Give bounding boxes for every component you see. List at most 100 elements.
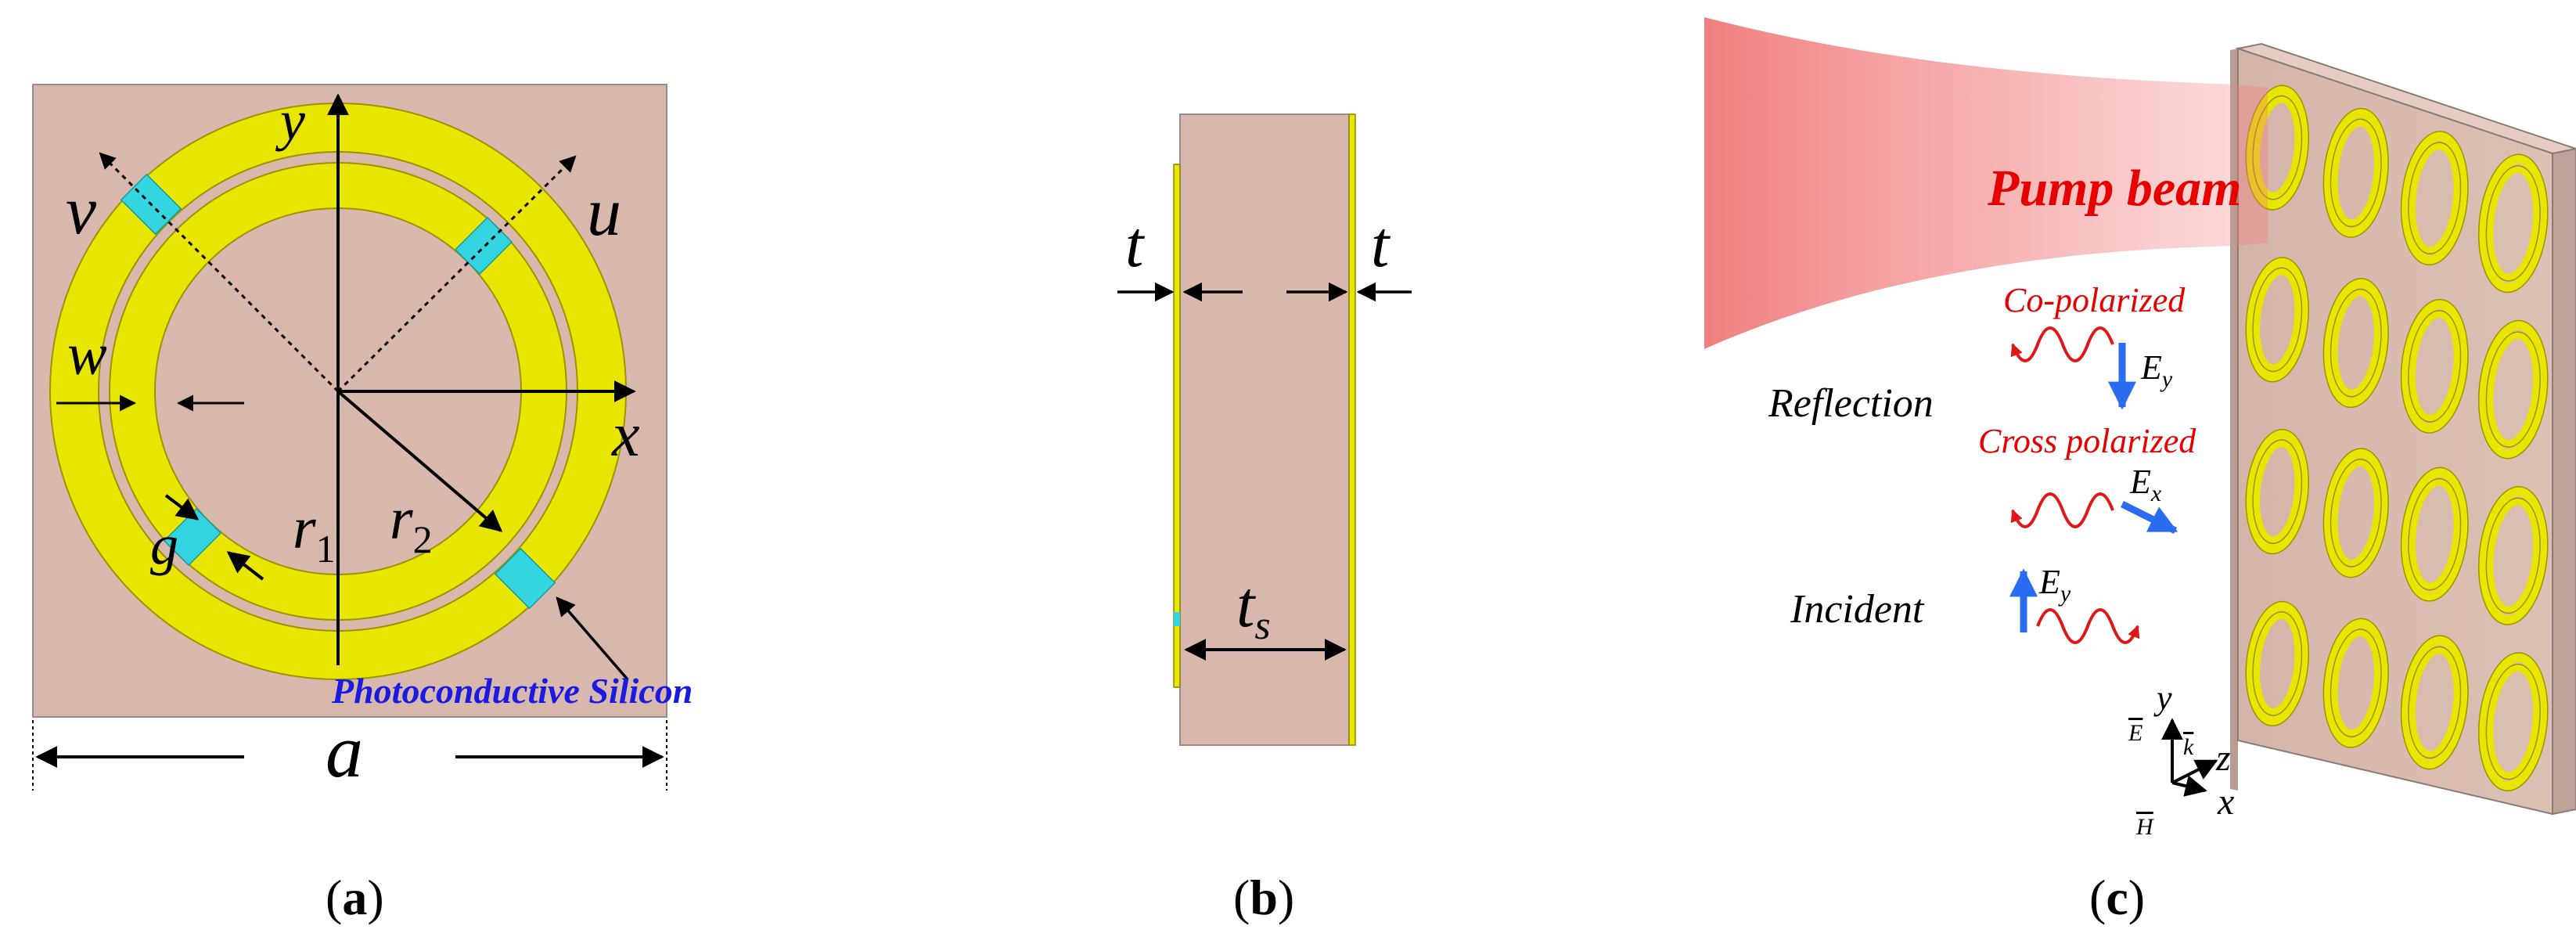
array-ring-cell [2322,618,2389,748]
array-ring-cell [2245,600,2310,727]
array-ring [2253,95,2302,200]
array-ring-outline [2330,288,2382,398]
array-ring-outline [2477,652,2549,792]
array-ring-cell [2400,298,2469,434]
array-ring-outline [2322,107,2389,238]
triad-label-E: E [2128,720,2142,746]
side-view-metal-right [1348,113,1356,746]
pump-beam [1704,17,2236,349]
radius-label-r2: r2 [390,486,433,561]
array-ring-cell [2400,635,2469,770]
array-ring [2323,448,2389,578]
array-ring [2478,486,2548,625]
array-ring-outline [2400,131,2469,266]
silicon-label: Photoconductive Silicon [331,671,693,711]
dimension-label-g: g [150,513,178,576]
array-ring-cell [2245,85,2310,211]
array-ring-outline [2477,319,2549,459]
array-ring-outline [2330,629,2382,737]
array-ring-cell [2245,257,2310,383]
array-ring [2478,320,2548,459]
array-ring-outline [2485,165,2541,282]
thickness-label-t-left: t [1125,208,1146,281]
triad-label-z: z [2215,737,2231,779]
triad-z-axis [2171,759,2218,784]
array-ring-outline [2252,439,2303,545]
array-ring-outline [2400,635,2469,770]
axis-label-v: v [66,173,97,249]
axis-label-y: y [275,89,305,152]
panel-b: t t ts (b) [1117,113,1412,925]
array-ring-outline [2485,663,2541,780]
thickness-label-t-right: t [1371,208,1391,281]
triad-x-axis [2171,775,2207,797]
array-ring-cell [2477,652,2549,792]
silicon-pointer-arrow [556,596,629,681]
triad-label-x: x [2217,781,2234,823]
ey-reflection-label: Ey [2140,348,2173,392]
triad-label-k: k [2183,734,2194,760]
array-ring-cell [2245,428,2310,555]
ex-reflection-vector [2120,500,2178,535]
array-ring [2246,257,2309,382]
pump-beam-label: Pump beam [1987,160,2242,217]
array-ring-outline [2400,298,2469,434]
array-ring [2486,498,2541,614]
array-ring-cell [2400,131,2469,266]
array-ring [2323,108,2389,238]
panel-a: y x u v w g r1 r2 a Photoconductive Sili… [32,84,693,925]
ex-reflection-label: Ex [2129,463,2162,506]
array-ring [2330,289,2381,397]
array-ring [2330,459,2381,567]
dimension-label-w: w [67,322,107,387]
g-arrow-upper [164,494,200,521]
pump-beam-overlay [2236,85,2268,246]
array-ring-cell [2322,107,2389,238]
radius-label-r1: r1 [293,495,336,571]
side-view-metal-left [1173,164,1181,688]
array-ring [2486,332,2541,448]
board-edge-face [2552,147,2576,816]
array-ring-outline [2322,618,2389,748]
array-ring [2246,429,2309,554]
board-side-face [2230,49,2238,791]
array-ring-cell [2477,153,2549,294]
array-ring-outline [2485,331,2541,448]
axis-label-x: x [611,401,640,470]
array-ring-outline [2322,278,2389,409]
array-ring-outline [2252,95,2303,200]
array-ring-cell [2322,278,2389,409]
array-ring-outline [2252,267,2303,373]
array-ring-outline [2400,466,2469,602]
array-ring [2401,299,2469,434]
incident-label: Incident [1790,587,1925,632]
array-ring-outline [2245,257,2310,383]
reflection-label: Reflection [1768,381,1934,426]
array-ring [2478,652,2548,791]
ey-incident-label: Ey [2038,563,2071,607]
array-ring [2246,85,2309,211]
array-ring-cell [2477,319,2549,459]
silicon-gap-outer-se [494,547,556,610]
array-ring-outline [2330,459,2382,567]
array-ring-outline [2252,611,2303,716]
thickness-label-ts: ts [1236,568,1271,648]
array-ring [2478,154,2548,293]
array-ring [2401,467,2469,601]
array-ring [2408,478,2461,590]
silicon-gap-inner-sw [163,507,222,567]
array-ring [2401,131,2469,265]
triad-label-H: H [2135,814,2155,840]
incident-wave [2036,608,2140,644]
array-ring-cell [2322,448,2389,578]
array-ring [2401,636,2469,769]
array-ring-outline [2408,142,2462,254]
metasurface-ring-array [2245,85,2549,792]
cross-polarized-label: Cross polarized [1978,422,2196,460]
co-polarized-label: Co-polarized [2003,281,2186,319]
caption-a: (a) [326,870,384,925]
array-ring-outline [2330,118,2382,228]
array-ring [2246,601,2309,726]
